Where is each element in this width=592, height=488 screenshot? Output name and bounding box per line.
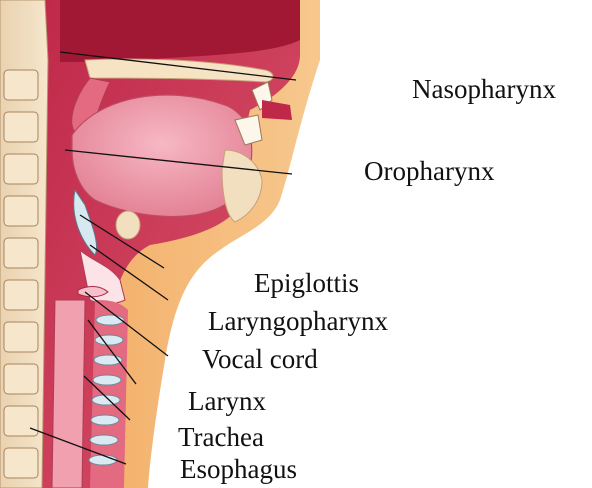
hyoid-bone [116, 211, 140, 239]
label-laryngopharynx: Laryngopharynx [208, 308, 388, 335]
label-trachea: Trachea [178, 424, 264, 451]
esophagus-tube [52, 300, 85, 488]
label-vocal-cord: Vocal cord [202, 346, 318, 373]
label-epiglottis: Epiglottis [254, 270, 359, 297]
label-oropharynx: Oropharynx [364, 158, 494, 185]
label-larynx: Larynx [188, 388, 266, 415]
label-esophagus: Esophagus [180, 456, 297, 483]
label-nasopharynx: Nasopharynx [412, 76, 556, 103]
